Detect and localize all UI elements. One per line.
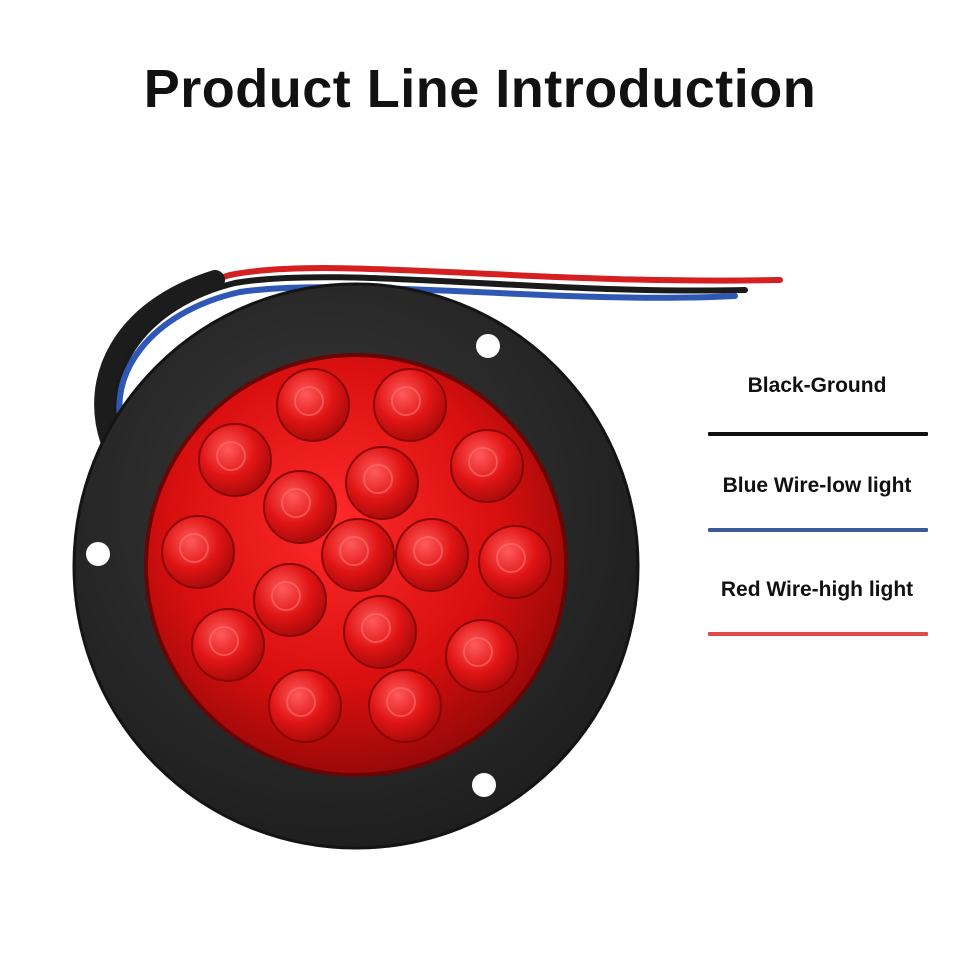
wire-bundle: [94, 265, 783, 450]
legend-label: Red Wire-high light: [720, 578, 914, 601]
led-bulb: [395, 518, 469, 592]
led-bulb: [253, 563, 327, 637]
led-highlight: [468, 447, 498, 477]
led-bulb: [445, 619, 519, 693]
legend-label: Blue Wire-low light: [722, 474, 912, 497]
led-highlight: [496, 543, 526, 573]
legend-label: Black-Ground: [747, 374, 887, 397]
legend-line-blue: [708, 528, 928, 532]
led-highlight: [363, 464, 393, 494]
mount-hole-bottom: [472, 773, 496, 797]
led-highlight: [339, 536, 369, 566]
legend-line-black: [708, 432, 928, 436]
led-highlight: [361, 613, 391, 643]
led-highlight: [179, 533, 209, 563]
wire-blue: [116, 284, 738, 437]
led-bulb: [450, 429, 524, 503]
legend-item-blue-wire: Blue Wire-low light: [700, 460, 934, 564]
led-bulb: [478, 525, 552, 599]
led-highlight: [413, 536, 443, 566]
legend-item-black-ground: Black-Ground: [700, 360, 934, 460]
led-array: [161, 368, 552, 743]
legend-line-red: [708, 632, 928, 636]
led-bulb: [198, 423, 272, 497]
led-highlight: [216, 441, 246, 471]
page-title: Product Line Introduction: [143, 59, 817, 119]
led-highlight: [463, 637, 493, 667]
led-bulb: [268, 669, 342, 743]
led-bulb: [368, 669, 442, 743]
wire-legend: Black-Ground Blue Wire-low light Red Wir…: [700, 360, 934, 664]
led-bulb: [321, 518, 395, 592]
led-bulb: [343, 595, 417, 669]
led-highlight: [391, 386, 421, 416]
led-bulb: [276, 368, 350, 442]
mount-hole-left: [86, 542, 110, 566]
led-bulb: [345, 446, 419, 520]
led-highlight: [209, 626, 239, 656]
led-highlight: [386, 687, 416, 717]
led-highlight: [281, 488, 311, 518]
led-bulb: [191, 608, 265, 682]
wire-black: [113, 274, 748, 435]
led-highlight: [271, 581, 301, 611]
led-highlight: [286, 687, 316, 717]
led-bulb: [373, 368, 447, 442]
wire-sheath: [94, 270, 225, 450]
legend-item-red-wire: Red Wire-high light: [700, 564, 934, 664]
mount-hole-top: [476, 334, 500, 358]
led-highlight: [294, 386, 324, 416]
led-bulb: [263, 470, 337, 544]
led-bulb: [161, 515, 235, 589]
